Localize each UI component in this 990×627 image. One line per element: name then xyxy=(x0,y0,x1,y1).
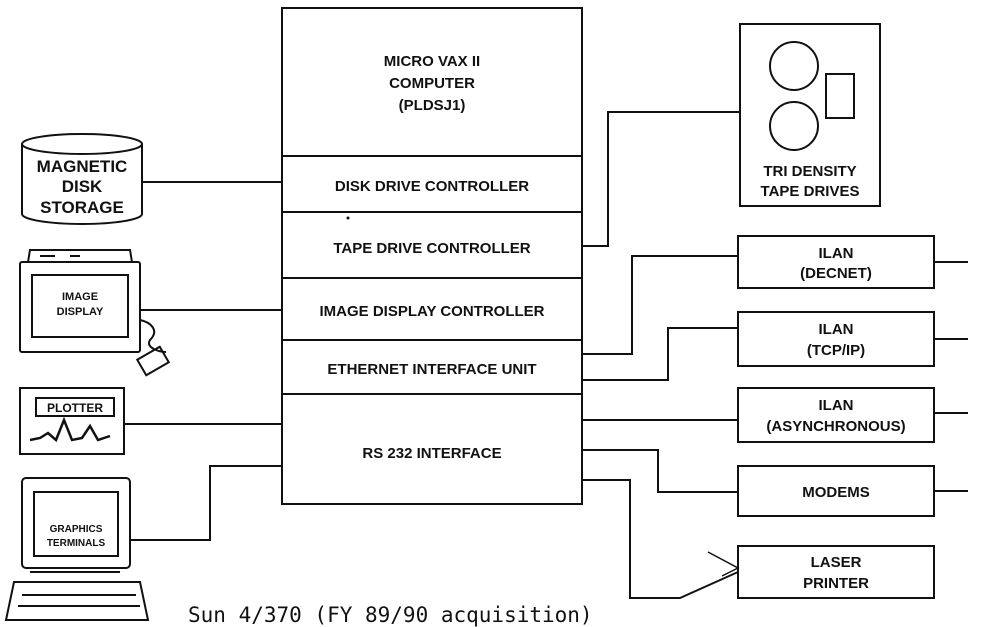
computer-title-line3: (PLDSJ1) xyxy=(399,97,466,114)
tape-label-line1: TRI DENSITY xyxy=(763,163,856,180)
caption: Sun 4/370 (FY 89/90 acquisition) xyxy=(188,603,593,627)
computer-title-line1: MICRO VAX II xyxy=(384,53,480,70)
ilan-decnet-line2: (DECNET) xyxy=(800,265,872,282)
terminals-label-line2: TERMINALS xyxy=(47,538,106,549)
image-display-controller-label: IMAGE DISPLAY CONTROLLER xyxy=(319,303,544,320)
graphics-terminal-icon xyxy=(6,478,148,620)
ilan-tcpip-line1: ILAN xyxy=(819,321,854,338)
computer-title-line2: COMPUTER xyxy=(389,75,475,92)
plotter-label: PLOTTER xyxy=(47,401,103,415)
disk-label-line2: DISK xyxy=(62,177,103,196)
modems-label: MODEMS xyxy=(802,484,870,501)
tape-label-line2: TAPE DRIVES xyxy=(761,183,860,200)
plotter-icon xyxy=(20,388,124,454)
tape-connection-line xyxy=(582,112,740,246)
modems-connection-line xyxy=(582,450,738,492)
terminals-label-line1: GRAPHICS xyxy=(50,524,103,535)
ilan-tcpip-line2: (TCP/IP) xyxy=(807,342,865,359)
image-display-label-line2: DISPLAY xyxy=(57,306,104,318)
disk-label-line1: MAGNETIC xyxy=(37,157,128,176)
ilan-async-line1: ILAN xyxy=(819,397,854,414)
ethernet-interface-label: ETHERNET INTERFACE UNIT xyxy=(327,361,536,378)
ilan-decnet-line1: ILAN xyxy=(819,245,854,262)
laser-label-line2: PRINTER xyxy=(803,575,869,592)
rs232-interface-label: RS 232 INTERFACE xyxy=(362,445,501,462)
tape-controller-label: TAPE DRIVE CONTROLLER xyxy=(333,240,530,257)
image-display-label-line1: IMAGE xyxy=(62,291,98,303)
laser-label-line1: LASER xyxy=(811,554,862,571)
terminal-connection-line xyxy=(130,466,282,540)
disk-label-line3: STORAGE xyxy=(40,198,124,217)
disk-controller-label: DISK DRIVE CONTROLLER xyxy=(335,178,529,195)
laser-connection-line xyxy=(582,480,738,598)
ilan-async-line2: (ASYNCHRONOUS) xyxy=(766,418,905,435)
decnet-connection-line xyxy=(582,256,738,354)
laser-arrow xyxy=(708,552,738,576)
